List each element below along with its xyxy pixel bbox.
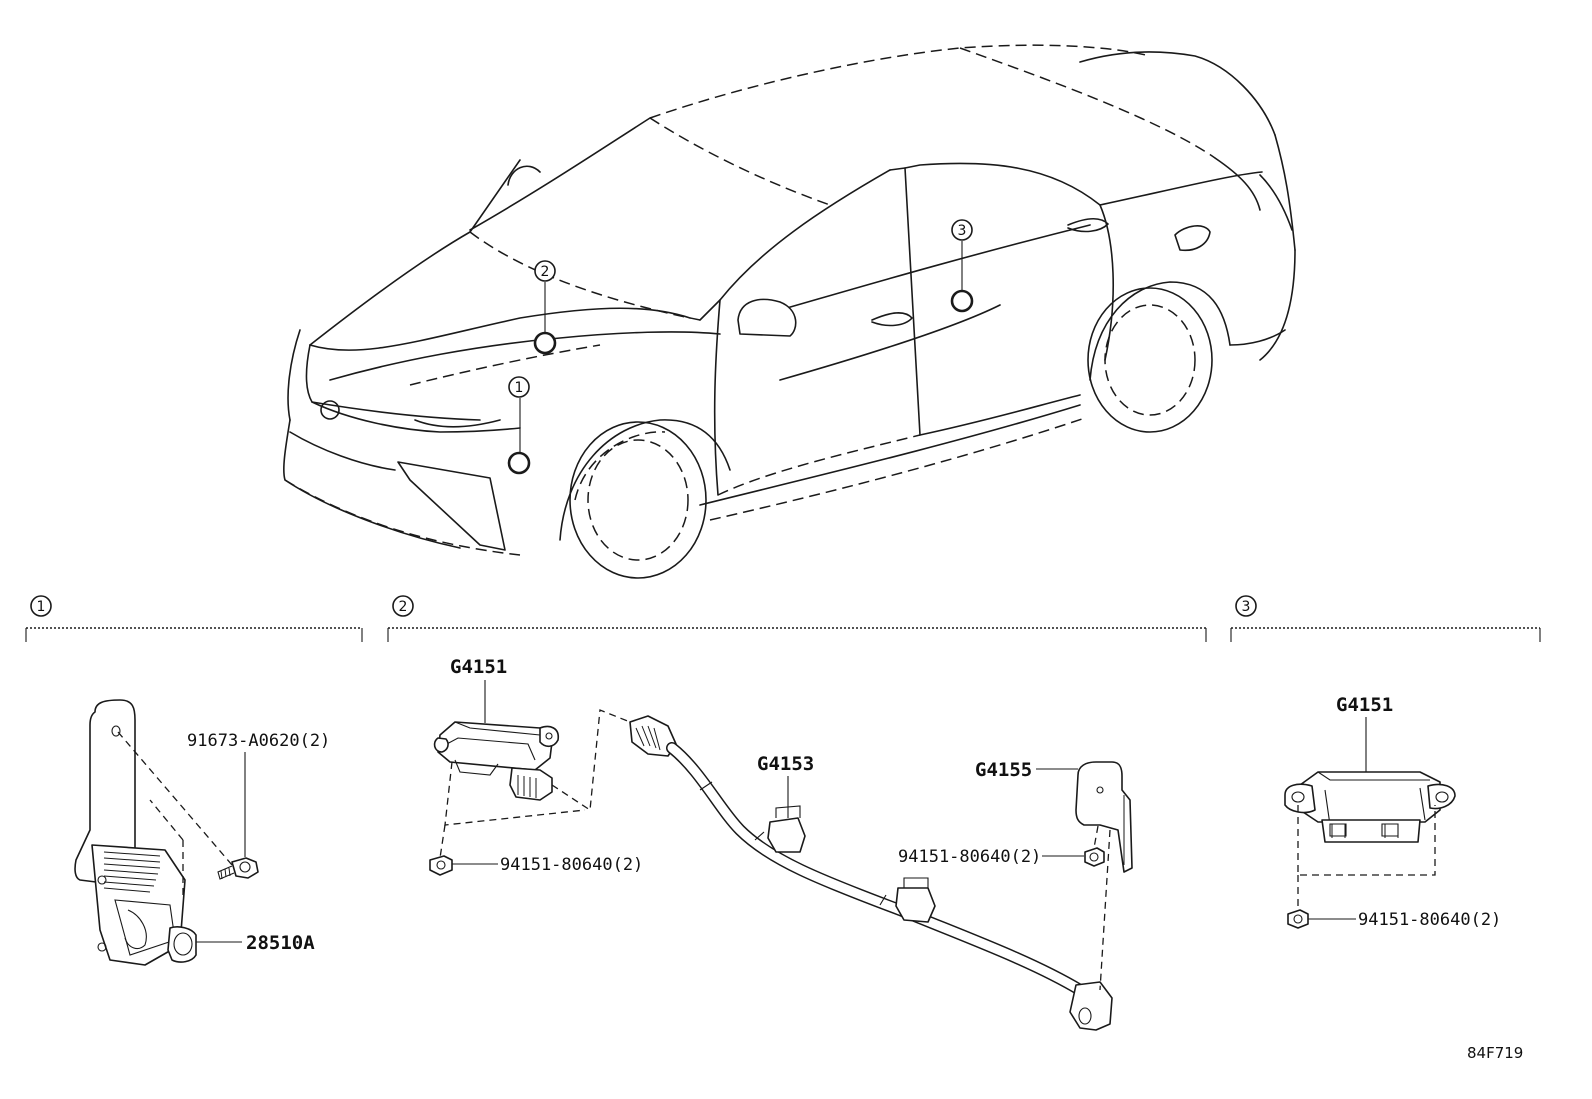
section-number: 2 (399, 599, 408, 615)
part-number-harness[interactable]: G4153 (757, 753, 814, 775)
section-header-1: 1 (25, 595, 363, 642)
part-number-bolt[interactable]: 94151-80640(2) (500, 855, 643, 875)
part-number-sensor[interactable]: 28510A (246, 932, 315, 954)
callout-marker-3[interactable]: 3 (950, 219, 974, 313)
section-1-parts (74, 699, 259, 966)
diagram-code: 84F719 (1467, 1044, 1523, 1062)
section-number: 3 (1242, 599, 1251, 615)
callout-number: 3 (958, 223, 967, 239)
part-number-bolt[interactable]: 91673-A0620(2) (187, 731, 330, 751)
part-number-bracket[interactable]: G4155 (975, 759, 1032, 781)
callout-number: 2 (541, 264, 550, 280)
part-number-module[interactable]: G4151 (1336, 694, 1393, 716)
section-header-2: 2 (387, 595, 1207, 642)
callout-marker-2[interactable]: 2 (533, 260, 557, 355)
part-number-module[interactable]: G4151 (450, 656, 507, 678)
callout-number: 1 (515, 380, 524, 396)
section-2-parts (429, 709, 1133, 1031)
section-number: 1 (37, 599, 46, 615)
car-illustration (283, 44, 1296, 579)
part-number-bolt[interactable]: 94151-80640(2) (1358, 910, 1501, 930)
section-header-3: 3 (1230, 595, 1541, 642)
section-3-parts (1284, 717, 1456, 929)
part-number-bolt-right[interactable]: 94151-80640(2) (898, 847, 1041, 867)
callout-marker-1[interactable]: 1 (507, 376, 531, 475)
